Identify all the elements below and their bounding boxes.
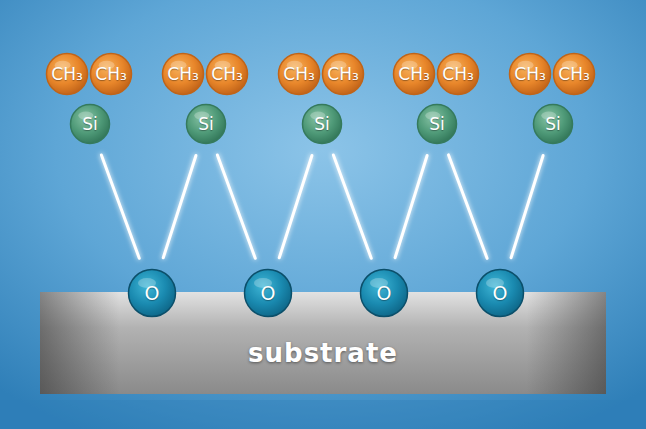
bond-line — [217, 155, 255, 258]
atom-label: CH₃ — [283, 66, 314, 83]
atom-label: CH₃ — [95, 66, 126, 83]
atom-label: O — [493, 284, 508, 303]
atom-label: Si — [545, 116, 561, 133]
substrate-label: substrate — [248, 340, 398, 366]
atom-label: CH₃ — [442, 66, 473, 83]
bond-line — [449, 155, 488, 258]
methyl-group: CH₃ — [205, 52, 249, 96]
methyl-group: CH₃ — [89, 52, 133, 96]
methyl-group: CH₃ — [161, 52, 205, 96]
atom-label: Si — [198, 116, 214, 133]
atom-label: CH₃ — [398, 66, 429, 83]
methyl-group: CH₃ — [436, 52, 480, 96]
methyl-group: CH₃ — [392, 52, 436, 96]
atom-label: CH₃ — [558, 66, 589, 83]
atom-label: O — [377, 284, 392, 303]
bond-line — [101, 155, 139, 258]
silicon-atom: Si — [69, 103, 111, 145]
bond-line — [511, 155, 543, 257]
bond-line — [163, 155, 196, 257]
oxygen-atom: O — [359, 268, 409, 318]
bond-line — [395, 155, 427, 257]
methyl-group: CH₃ — [277, 52, 321, 96]
atom-label: CH₃ — [327, 66, 358, 83]
atom-label: Si — [429, 116, 445, 133]
oxygen-atom: O — [475, 268, 525, 318]
bond-line — [279, 155, 312, 257]
oxygen-atom: O — [243, 268, 293, 318]
atom-label: O — [145, 284, 160, 303]
methyl-group: CH₃ — [552, 52, 596, 96]
substrate-band: substrate — [40, 292, 606, 394]
silicon-atom: Si — [185, 103, 227, 145]
atom-label: O — [261, 284, 276, 303]
silicon-atom: Si — [532, 103, 574, 145]
methyl-group: CH₃ — [45, 52, 89, 96]
atom-label: CH₃ — [514, 66, 545, 83]
silicon-atom: Si — [301, 103, 343, 145]
oxygen-atom: O — [127, 268, 177, 318]
silicon-atom: Si — [416, 103, 458, 145]
methyl-group: CH₃ — [321, 52, 365, 96]
methyl-group: CH₃ — [508, 52, 552, 96]
atom-label: CH₃ — [51, 66, 82, 83]
bond-line — [333, 155, 371, 258]
atom-label: CH₃ — [211, 66, 242, 83]
atom-label: Si — [314, 116, 330, 133]
atom-label: CH₃ — [167, 66, 198, 83]
atom-label: Si — [82, 116, 98, 133]
